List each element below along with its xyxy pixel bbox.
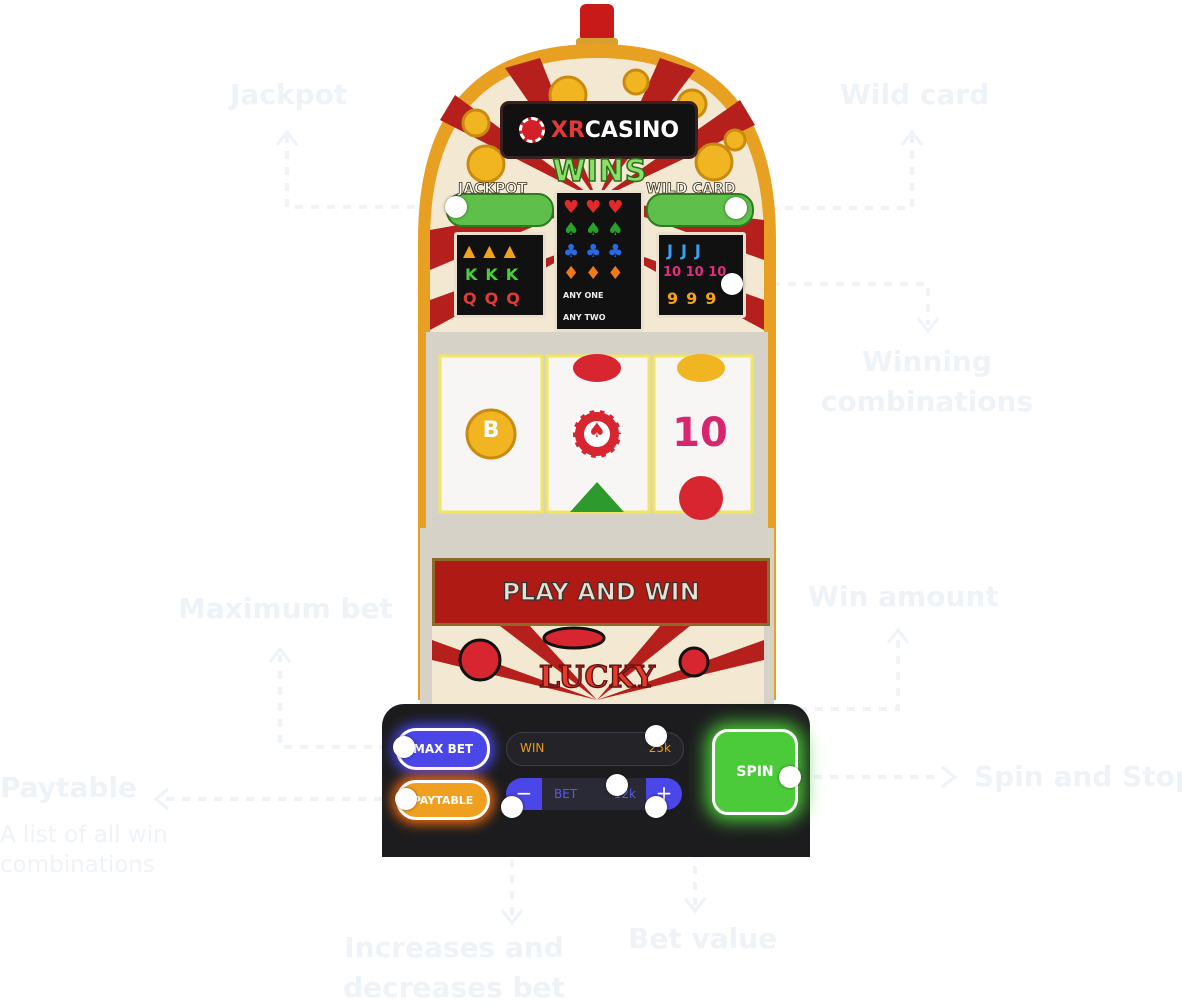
- wins-title: WINS: [552, 153, 648, 190]
- paytable-description: A list of all win combinations: [0, 822, 168, 878]
- lucky-label: LUCKY: [538, 659, 656, 695]
- lucky-chip-right: [678, 646, 710, 678]
- spade-icon-row: ♠♠♠: [563, 219, 630, 240]
- bet-label: BET: [554, 787, 578, 801]
- logo-xr: XR: [550, 117, 585, 143]
- paytable-marker: [395, 788, 417, 810]
- reel-partial-coin: [677, 354, 725, 382]
- increase-marker: [645, 796, 667, 818]
- win-amount-annotation: Win amount: [808, 580, 999, 613]
- reel-1-symbol: B: [482, 418, 500, 443]
- max-bet-marker: [393, 736, 415, 758]
- casino-logo: XR CASINO: [503, 104, 695, 156]
- win-amount-marker: [645, 725, 667, 747]
- bell-icon-row: ▲▲▲: [463, 241, 524, 260]
- j-icon-row: JJJ: [667, 241, 709, 260]
- lucky-chip-left: [458, 638, 502, 682]
- winning-combinations-marker: [721, 273, 743, 295]
- decrease-bet-button[interactable]: −: [506, 778, 542, 810]
- reel-3-symbol: 10: [672, 410, 728, 456]
- top-light: [580, 4, 614, 42]
- reel-spade-partial: [570, 482, 624, 512]
- diamond-icon-row: ♦♦♦: [563, 263, 630, 284]
- play-and-win-label: PLAY AND WIN: [502, 577, 701, 606]
- wild-card-label: WILD CARD: [646, 181, 736, 198]
- any-two-label: ANY TWO: [563, 313, 606, 322]
- chip-icon: [518, 117, 545, 143]
- paytable-box-left: ▲▲▲ KKK QQQ: [454, 232, 546, 318]
- ten-icon-row: 10 10 10: [663, 265, 727, 280]
- q-icon-row: QQQ: [463, 289, 528, 308]
- jackpot-marker: [445, 196, 467, 218]
- play-and-win-banner: PLAY AND WIN: [432, 558, 770, 626]
- bet-value-annotation: Bet value: [628, 922, 778, 955]
- wild-card-annotation: Wild card: [840, 78, 990, 111]
- spin-stop-annotation: Spin and Stop: [974, 760, 1182, 793]
- heart-icon-row: ♥♥♥: [563, 197, 630, 218]
- decrease-marker: [501, 796, 523, 818]
- reel-chip-center: [584, 421, 610, 447]
- reel-coin-symbol: [465, 408, 517, 460]
- reel-partial-q: [573, 354, 621, 382]
- logo-casino: CASINO: [584, 117, 680, 143]
- win-label: WIN: [520, 741, 545, 755]
- maximum-bet-annotation: Maximum bet: [178, 592, 393, 625]
- increase-decrease-annotation: Increases and decreases bet: [343, 931, 565, 1004]
- wild-card-marker: [725, 197, 747, 219]
- reel-partial-symbol: [679, 476, 723, 520]
- nine-icon-row: 999: [667, 289, 725, 308]
- lucky-chip-top: [542, 626, 606, 650]
- winning-combinations-annotation: Winning combinations: [820, 345, 1034, 418]
- bet-value-marker: [606, 774, 628, 796]
- any-one-label: ANY ONE: [563, 291, 604, 300]
- jackpot-annotation: Jackpot: [230, 78, 348, 111]
- jackpot-label: JACKPOT: [458, 181, 528, 198]
- paytable-annotation: Paytable: [0, 771, 137, 804]
- spin-marker: [779, 766, 801, 788]
- k-icon-row: KKK: [465, 265, 527, 284]
- club-icon-row: ♣♣♣: [563, 241, 630, 262]
- control-panel: MAX BET PAYTABLE WIN 25k − BET 12k + SPI…: [382, 704, 810, 857]
- reel-2-symbol: ♠: [588, 418, 606, 442]
- paytable-box-center: ♥♥♥ ♠♠♠ ♣♣♣ ♦♦♦ ANY ONE ANY TWO: [554, 190, 644, 332]
